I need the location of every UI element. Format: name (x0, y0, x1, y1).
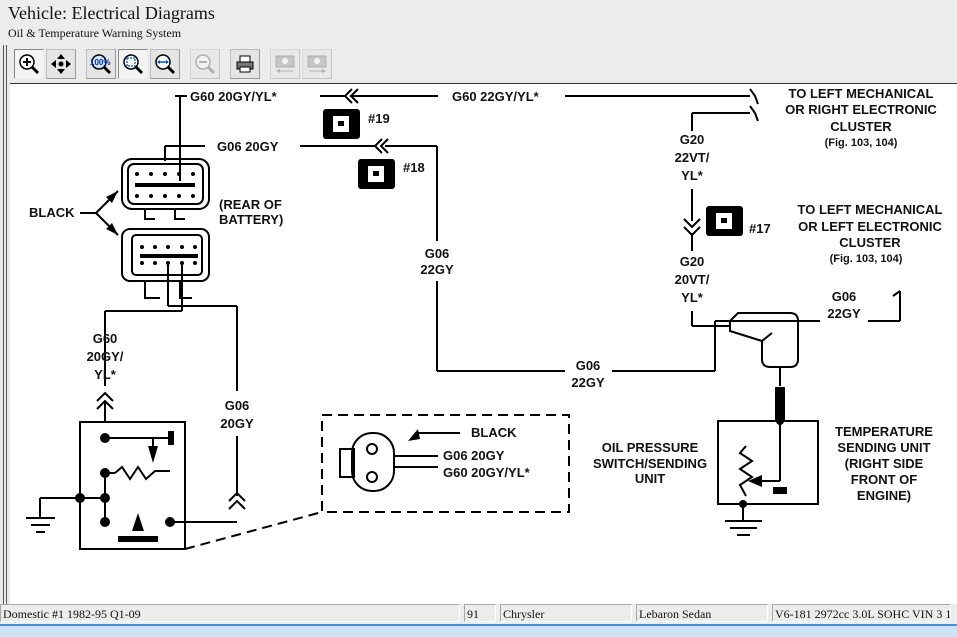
connector-label: #18 (403, 160, 425, 175)
wire-label: G06 (576, 358, 601, 373)
wire-label: G06 (832, 289, 857, 304)
component-label: (RIGHT SIDE (845, 456, 924, 471)
figure-reference: (Fig. 103, 104) (830, 253, 903, 265)
magnifier-width-icon (155, 54, 176, 75)
black-label: BLACK (29, 205, 75, 220)
connector-pins (135, 172, 197, 265)
cluster-label: OR LEFT ELECTRONIC (798, 219, 942, 234)
wire-label: YL* (94, 367, 117, 382)
component-label: FRONT OF (851, 472, 917, 487)
cluster-label: CLUSTER (839, 235, 901, 250)
wire-label: YL* (681, 168, 704, 183)
wire-label: 22GY (827, 306, 861, 321)
zoom-in-button[interactable] (14, 49, 44, 79)
cluster-label: OR RIGHT ELECTRONIC (785, 102, 937, 117)
status-make: Chrysler (500, 604, 632, 622)
inset-label: G06 20GY (443, 448, 505, 463)
cluster-label: TO LEFT MECHANICAL (798, 202, 943, 217)
cluster-label: CLUSTER (830, 119, 892, 134)
wiring-diagram: G60 20GY/YL* G60 22GY/YL* G06 20GY #19 #… (26, 86, 943, 550)
component-label: OIL PRESSURE (602, 440, 699, 455)
connector-label: #17 (749, 221, 771, 236)
location-label: (REAR OF (219, 197, 282, 212)
wire-label: YL* (681, 290, 704, 305)
zoom-out-button[interactable] (190, 49, 220, 79)
window-header: Vehicle: Electrical Diagrams Oil & Tempe… (0, 0, 957, 46)
magnifier-100-icon: 100% (90, 54, 112, 75)
magnifier-plus-icon (19, 54, 40, 75)
zoom-width-button[interactable] (150, 49, 180, 79)
status-model: Lebaron Sedan (636, 604, 768, 622)
component-label: ENGINE) (857, 488, 911, 503)
pan-button[interactable] (46, 49, 76, 79)
print-button[interactable] (230, 49, 260, 79)
wire-label: G60 22GY/YL* (452, 89, 540, 104)
status-bar: Domestic #1 1982-95 Q1-09 91 Chrysler Le… (0, 604, 957, 624)
wire-label: 22GY (571, 375, 605, 390)
status-year: 91 (464, 604, 496, 622)
connector-18-icon (358, 159, 395, 189)
cluster-label: TO LEFT MECHANICAL (789, 86, 934, 101)
wire-label: 20GY (220, 416, 254, 431)
previous-button[interactable] (270, 49, 300, 79)
next-button[interactable] (302, 49, 332, 79)
wire-label: 20VT/ (675, 272, 710, 287)
taskbar-edge (0, 624, 957, 637)
component-label: TEMPERATURE (835, 424, 933, 439)
wire-label: G20 (680, 254, 705, 269)
wire-label: 22VT/ (675, 150, 710, 165)
svg-text:100%: 100% (90, 58, 110, 67)
printer-icon (236, 55, 254, 73)
camera-back-icon (275, 55, 295, 73)
wire-label: 22GY (420, 262, 454, 277)
connector-label: #19 (368, 111, 390, 126)
status-document: Domestic #1 1982-95 Q1-09 (0, 604, 460, 622)
page-title: Vehicle: Electrical Diagrams (8, 3, 215, 23)
component-label: SENDING UNIT (837, 440, 930, 455)
wire-label: 20GY/ (87, 349, 124, 364)
diagram-subtitle: Oil & Temperature Warning System (8, 26, 182, 40)
frame-border (3, 45, 7, 605)
inset-label: BLACK (471, 425, 517, 440)
wire-label: G20 (680, 132, 705, 147)
connector-19-icon (323, 109, 360, 139)
inset-label: G60 20GY/YL* (443, 465, 531, 480)
component-label: UNIT (635, 471, 665, 486)
magnifier-fit-icon (123, 54, 144, 75)
zoom-100-button[interactable]: 100% (86, 49, 116, 79)
component-label: SWITCH/SENDING (593, 456, 707, 471)
wire-label: G60 20GY/YL* (190, 89, 278, 104)
zoom-fit-button[interactable] (118, 49, 148, 79)
magnifier-minus-icon (195, 54, 216, 75)
wire-label: G06 (425, 246, 450, 261)
connector-17-icon (706, 206, 743, 236)
pan-arrows-icon (51, 54, 71, 74)
diagram-canvas[interactable]: G60 20GY/YL* G60 22GY/YL* G06 20GY #19 #… (10, 83, 957, 604)
status-engine: V6-181 2972cc 3.0L SOHC VIN 3 1 (772, 604, 951, 622)
toolbar: 100% (14, 47, 334, 81)
wire-label: G06 (225, 398, 250, 413)
figure-reference: (Fig. 103, 104) (825, 137, 898, 149)
wire-label: G06 20GY (217, 139, 279, 154)
camera-forward-icon (307, 55, 327, 73)
location-label: BATTERY) (219, 212, 283, 227)
wire-label: G60 (93, 331, 118, 346)
